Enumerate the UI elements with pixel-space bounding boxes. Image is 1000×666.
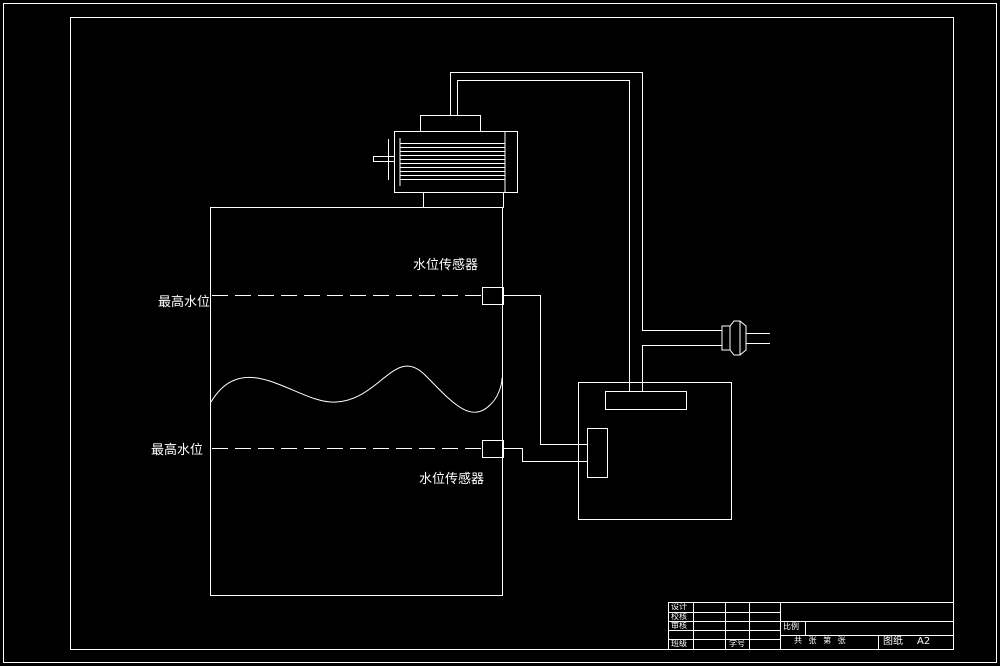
sensor-lower: [482, 440, 504, 458]
water-tank: [210, 207, 503, 596]
power-cable-inner: [457, 80, 630, 391]
title-block-paper-size: A2: [917, 636, 931, 647]
title-block-sheets: 共 张 第 张: [794, 636, 848, 645]
sensor-wire-upper: [503, 295, 588, 445]
sheet-outer-border: [3, 3, 997, 663]
drawing-frame: [70, 17, 954, 650]
title-block-checker: 校核: [671, 612, 687, 621]
motor-cooling-fins: [400, 143, 505, 180]
title-block: [668, 602, 954, 650]
water-surface: [210, 365, 503, 413]
sensor-wire-lower: [503, 448, 588, 462]
power-plug: [721, 320, 770, 356]
title-block-designer: 设计: [671, 602, 687, 611]
title-block-student-no: 学号: [729, 639, 745, 648]
title-block-class: 班级: [671, 639, 687, 648]
controller-terminal: [587, 428, 608, 478]
title-block-reviewer: 审核: [671, 621, 687, 630]
title-block-scale: 比例: [783, 622, 799, 631]
sensor-upper: [482, 287, 504, 305]
sensor-label-lower: 水位传感器: [419, 472, 485, 487]
controller-relay: [605, 391, 687, 410]
pump-motor: [373, 115, 518, 208]
controller-box: [578, 382, 732, 520]
title-block-paper: 图纸: [883, 636, 903, 647]
level-label-lower: 最高水位: [151, 443, 204, 458]
level-label-upper: 最高水位: [158, 295, 211, 310]
power-cable-plug-return: [642, 345, 722, 391]
power-cable-outer: [450, 72, 722, 331]
sensor-label-upper: 水位传感器: [413, 258, 479, 273]
